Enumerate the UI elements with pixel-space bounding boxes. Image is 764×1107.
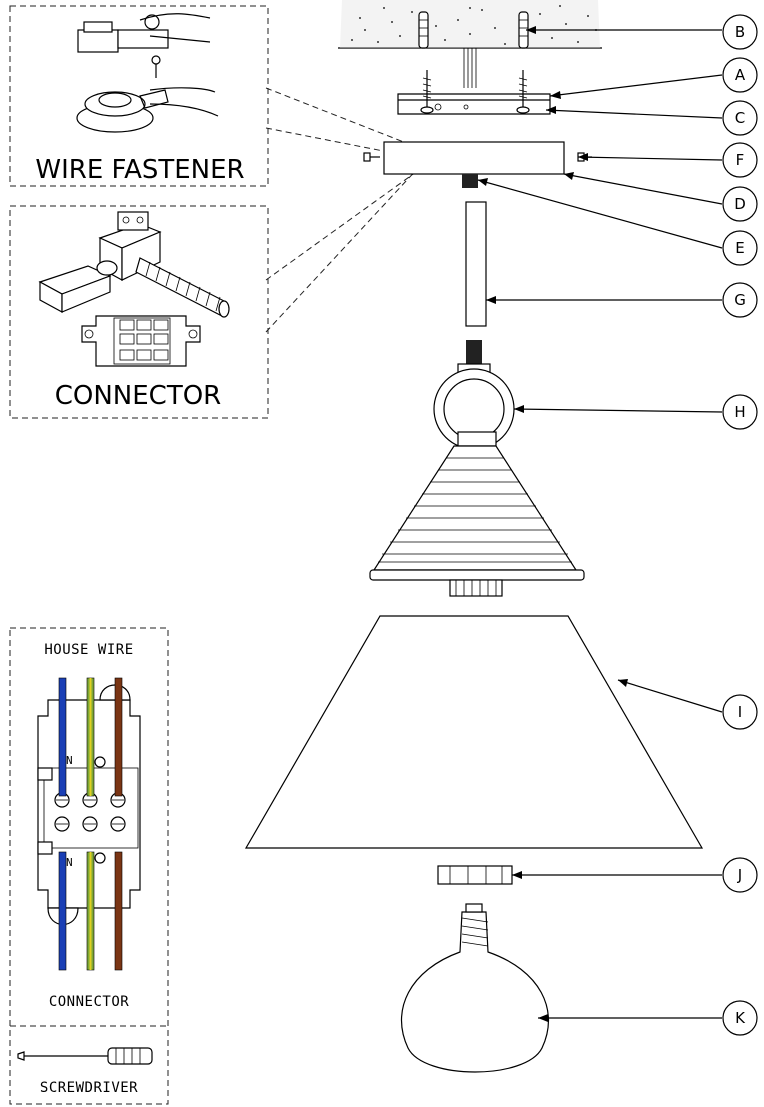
house-wire-connector-label: CONNECTOR xyxy=(49,994,129,1010)
svg-text:I: I xyxy=(738,703,742,721)
callout-e: E xyxy=(722,230,758,266)
callout-b: B xyxy=(722,14,758,50)
hanging-ring xyxy=(433,340,515,450)
ceiling-canopy xyxy=(363,141,592,188)
ceiling-surface xyxy=(338,0,602,88)
mounting-bracket xyxy=(397,93,551,115)
screwdriver-label: SCREWDRIVER xyxy=(40,1080,138,1096)
connector-assembly-illustration xyxy=(38,211,230,367)
callout-badges: B A C F D E G H I J K xyxy=(722,14,758,1036)
shade-ring xyxy=(437,865,513,885)
svg-text:G: G xyxy=(734,291,746,309)
svg-text:A: A xyxy=(735,66,746,84)
cone-lamp-holder xyxy=(369,445,585,597)
svg-text:C: C xyxy=(735,109,745,127)
callout-leaders xyxy=(477,29,723,1019)
wire-fastener-label: WIRE FASTENER xyxy=(35,155,244,185)
light-bulb xyxy=(400,903,550,1073)
callout-j: J xyxy=(722,857,758,893)
svg-text:H: H xyxy=(734,403,745,421)
callout-c: C xyxy=(722,100,758,136)
connector-detail-label: CONNECTOR xyxy=(55,381,222,411)
callout-arrowheads xyxy=(478,26,628,1022)
projection-lines xyxy=(265,87,471,333)
callout-g: G xyxy=(722,282,758,318)
callout-a: A xyxy=(722,57,758,93)
callout-f: F xyxy=(722,142,758,178)
neutral-label-top: N xyxy=(66,754,73,767)
callout-h: H xyxy=(722,394,758,430)
down-rod xyxy=(465,201,487,327)
svg-text:K: K xyxy=(735,1009,746,1027)
mounting-screws xyxy=(420,70,530,114)
house-wires xyxy=(58,677,123,971)
wire-fastener-clamp-illustration xyxy=(76,13,219,133)
svg-text:J: J xyxy=(737,866,742,884)
callout-i: I xyxy=(722,694,758,730)
svg-text:B: B xyxy=(735,23,745,41)
svg-text:D: D xyxy=(734,195,746,213)
callout-k: K xyxy=(722,1000,758,1036)
svg-text:E: E xyxy=(735,239,744,257)
house-wire-title: HOUSE WIRE xyxy=(44,642,133,658)
house-wire-panel: HOUSE WIRE N N xyxy=(9,627,169,1105)
wire-fastener-panel: WIRE FASTENER xyxy=(9,5,269,187)
neutral-label-bottom: N xyxy=(66,856,73,869)
screwdriver-icon xyxy=(17,1047,153,1065)
callout-d: D xyxy=(722,186,758,222)
svg-text:F: F xyxy=(736,151,745,169)
lamp-shade xyxy=(244,615,704,849)
connector-detail-panel: CONNECTOR xyxy=(9,205,269,419)
